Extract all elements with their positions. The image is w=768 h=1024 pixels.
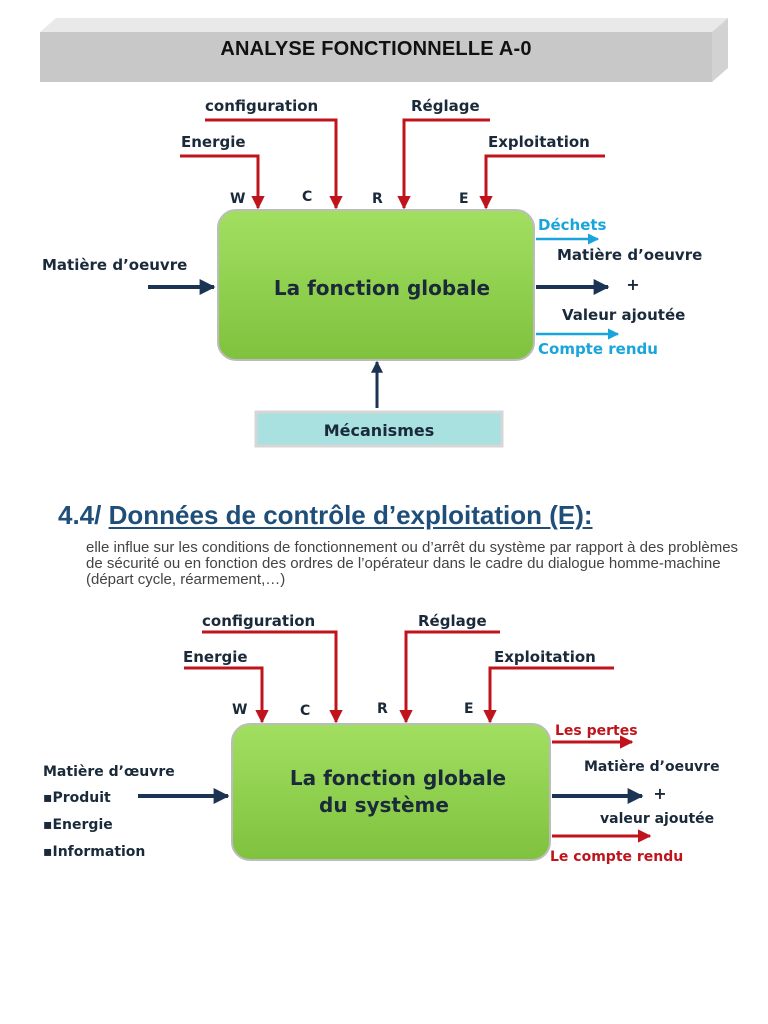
input-information-label: ▪Information: [43, 844, 145, 860]
output-plus-2: +: [653, 784, 666, 803]
letter-c: C: [302, 189, 312, 205]
letter-w-2: W: [232, 702, 247, 718]
exploitation-label: Exploitation: [488, 133, 590, 151]
compte-rendu-label: Compte rendu: [538, 340, 658, 358]
configuration-arrow: [205, 118, 343, 210]
diagram-a0-basic: La fonction globale configuration Réglag…: [42, 97, 702, 448]
reglage-arrow: [397, 118, 490, 210]
page-title: ANALYSE FONCTIONNELLE A-0: [220, 38, 532, 60]
output-plus: +: [626, 275, 639, 294]
configuration-arrow-2: [202, 630, 343, 724]
function-label-line-1: La fonction globale: [290, 766, 506, 790]
output-matiere-label-2: Matière d’oeuvre: [584, 759, 720, 775]
letter-e: E: [459, 191, 469, 207]
reglage-label: Réglage: [411, 97, 480, 115]
input-energie-label: ▪Energie: [43, 817, 113, 833]
diagram-a0-system: La fonction globale du système configura…: [43, 612, 720, 865]
mechanism-label: Mécanismes: [324, 421, 435, 440]
section-number: 4.4/: [58, 500, 102, 530]
letter-r: R: [372, 191, 383, 207]
configuration-label-2: configuration: [202, 612, 315, 630]
output-valeur-label-2: valeur ajoutée: [600, 811, 714, 827]
output-valeur-label: Valeur ajoutée: [562, 306, 685, 324]
mechanism-box: [254, 410, 504, 448]
reglage-arrow-2: [399, 630, 500, 724]
letter-w: W: [230, 191, 245, 207]
output-matiere-label: Matière d’oeuvre: [557, 246, 702, 264]
energie-label-2: Energie: [183, 648, 248, 666]
letter-e-2: E: [464, 701, 474, 717]
function-label: La fonction globale: [274, 276, 490, 300]
energie-label: Energie: [181, 133, 246, 151]
input-label: Matière d’oeuvre: [42, 256, 187, 274]
reglage-label-2: Réglage: [418, 612, 487, 630]
section-heading: 4.4/ Données de contrôle d’exploitation …: [58, 500, 593, 531]
configuration-label: configuration: [205, 97, 318, 115]
title-banner: [40, 18, 728, 82]
section-description: elle influe sur les conditions de foncti…: [86, 539, 739, 588]
exploitation-arrow: [479, 154, 605, 210]
pertes-label: Les pertes: [555, 723, 638, 739]
input-produit-label: ▪Produit: [43, 790, 111, 806]
function-box-2: [231, 723, 551, 861]
compte-rendu-label-2: Le compte rendu: [550, 849, 683, 865]
letter-r-2: R: [377, 701, 388, 717]
section-title: Données de contrôle d’exploitation (E):: [108, 500, 593, 530]
energie-arrow: [180, 154, 265, 210]
input-title-label: Matière d’œuvre: [43, 764, 175, 780]
function-box: [217, 209, 535, 361]
exploitation-label-2: Exploitation: [494, 648, 596, 666]
energie-arrow-2: [184, 666, 269, 724]
letter-c-2: C: [300, 703, 310, 719]
function-label-line-2: du système: [319, 793, 449, 817]
exploitation-arrow-2: [483, 666, 614, 724]
dechets-label: Déchets: [538, 216, 607, 234]
